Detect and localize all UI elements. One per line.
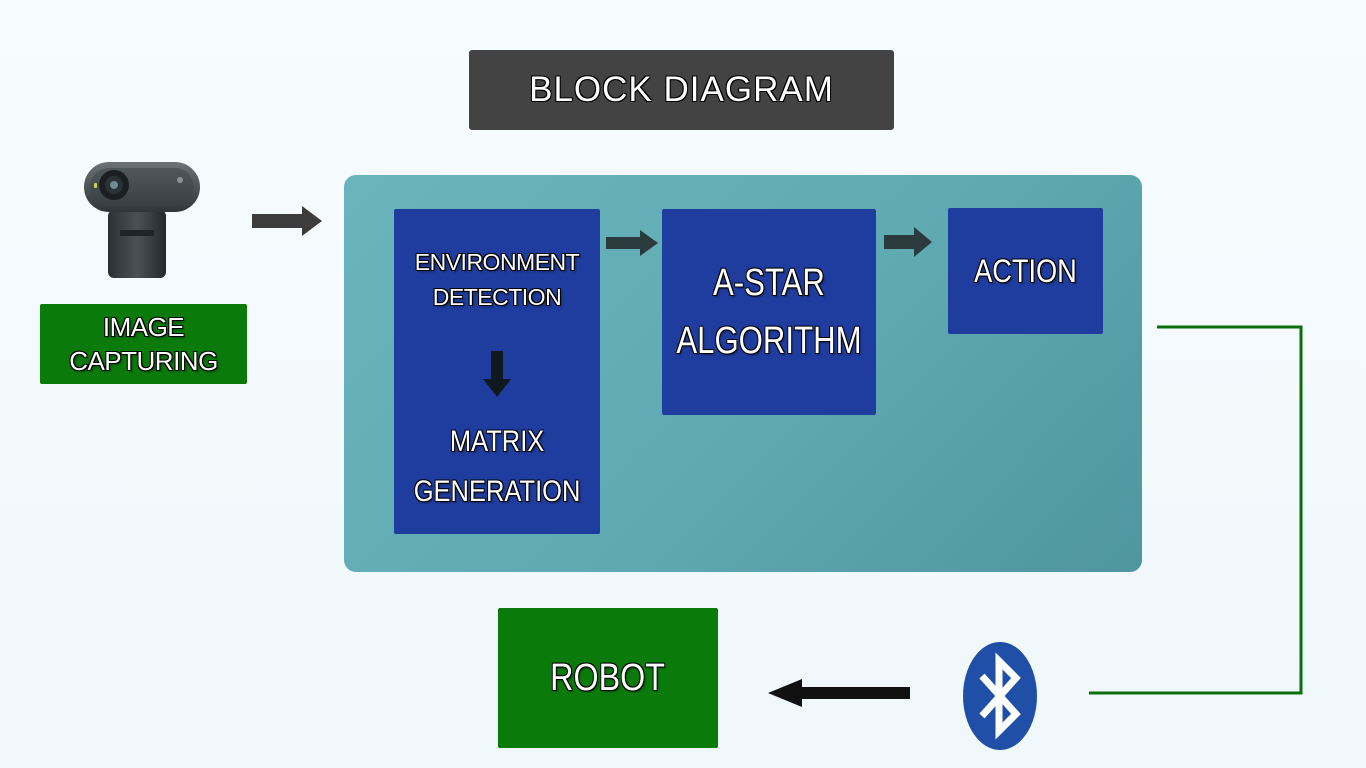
matrix-label-line2: GENERATION [413, 475, 581, 508]
a-star-label-line2: ALGORITHM [676, 320, 862, 362]
webcam-icon [84, 162, 200, 278]
image-capturing-block: IMAGE CAPTURING [40, 304, 247, 384]
arrow-right-icon [606, 230, 658, 256]
arrow-right-icon [884, 227, 932, 257]
robot-label: ROBOT [550, 656, 666, 699]
environment-matrix-block: ENVIRONMENT DETECTION MATRIX GENERATION [394, 209, 600, 534]
a-star-algorithm-block: A-STAR ALGORITHM [662, 209, 876, 415]
arrow-right-icon [252, 206, 322, 236]
title-banner: BLOCK DIAGRAM [469, 50, 894, 130]
environment-label-line2: DETECTION [432, 284, 562, 310]
arrow-down-icon [483, 351, 511, 397]
arrow-left-icon [768, 679, 910, 707]
page-title: BLOCK DIAGRAM [529, 70, 834, 109]
action-block: ACTION [948, 208, 1103, 334]
a-star-label-line1: A-STAR [713, 262, 825, 304]
matrix-label-line1: MATRIX [449, 425, 545, 458]
environment-label-line1: ENVIRONMENT [414, 249, 580, 275]
image-capturing-label-line1: IMAGE [102, 312, 185, 342]
image-capturing-label-line2: CAPTURING [69, 346, 218, 376]
robot-block: ROBOT [498, 608, 718, 748]
action-label: ACTION [974, 252, 1077, 289]
bluetooth-icon [963, 642, 1037, 750]
